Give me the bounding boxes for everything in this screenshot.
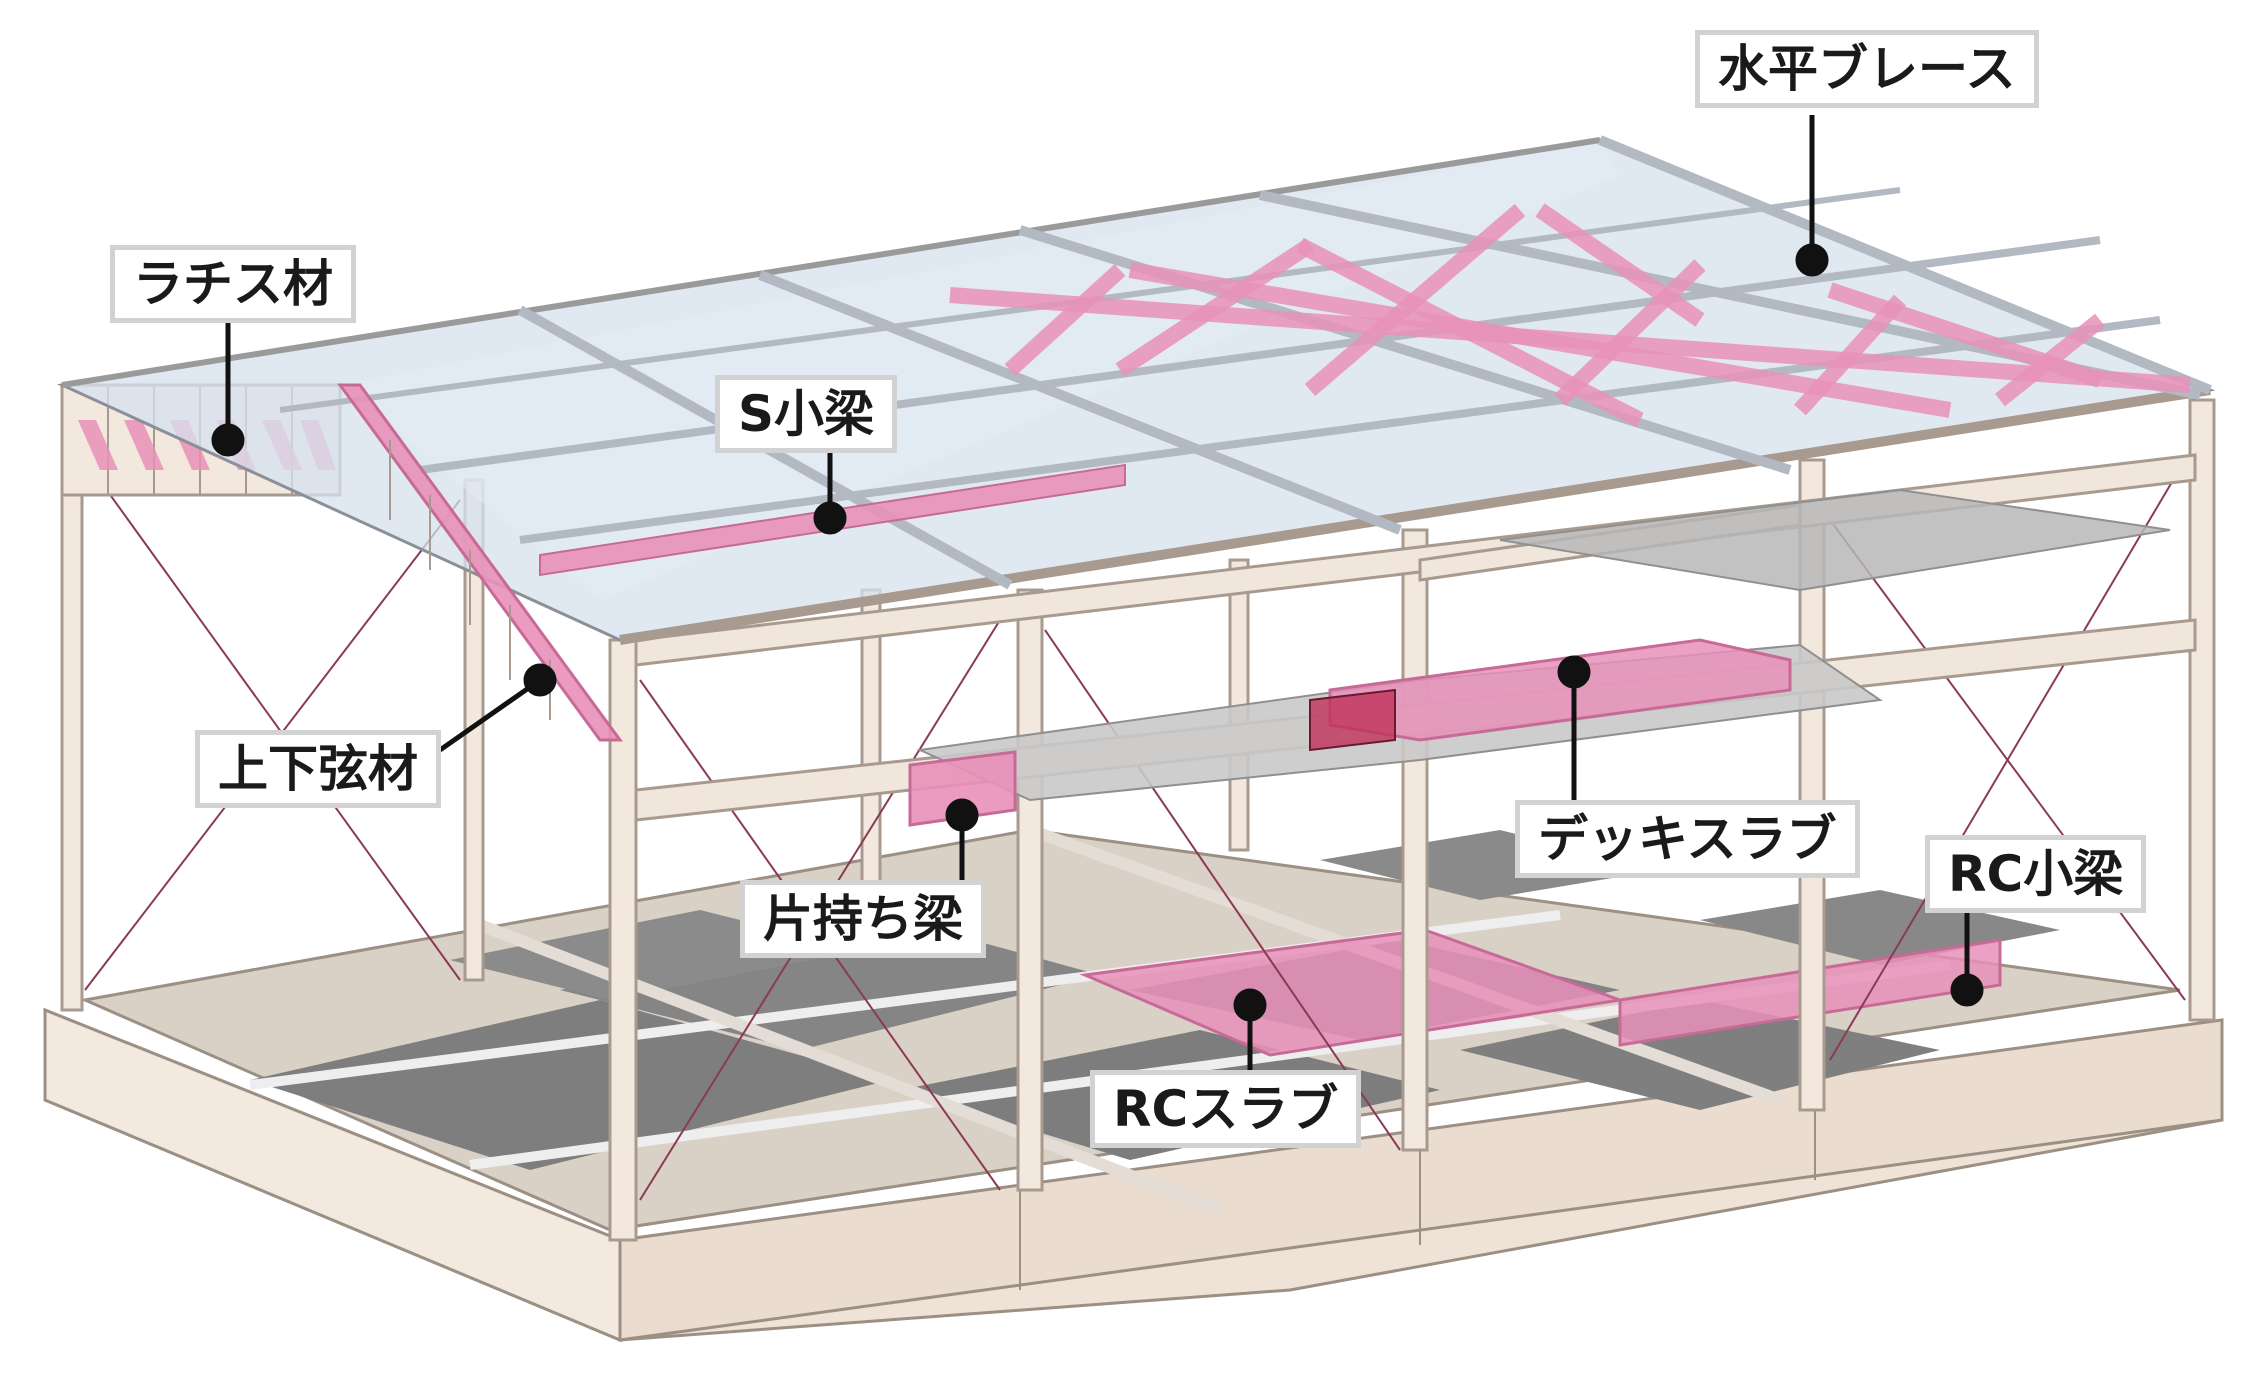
cantilever-end [1309,688,1396,752]
upper-right-deck [1499,488,2171,592]
label-deck-slab: デッキスラブ [1515,800,1860,878]
label-cantilever: 片持ち梁 [740,880,986,958]
label-lattice: ラチス材 [110,245,356,323]
label-rc-slab: RCスラブ [1090,1070,1362,1148]
label-chord: 上下弦材 [195,730,441,808]
label-s-beam: S小梁 [715,375,898,453]
cantilever-highlight [908,750,1017,827]
chord-highlight [337,383,623,742]
horizontal-brace-highlight [949,203,2191,428]
leader-lines [211,115,1984,1075]
label-rc-beam: RC小梁 [1925,835,2147,913]
label-horizontal-brace: 水平ブレース [1695,30,2039,108]
